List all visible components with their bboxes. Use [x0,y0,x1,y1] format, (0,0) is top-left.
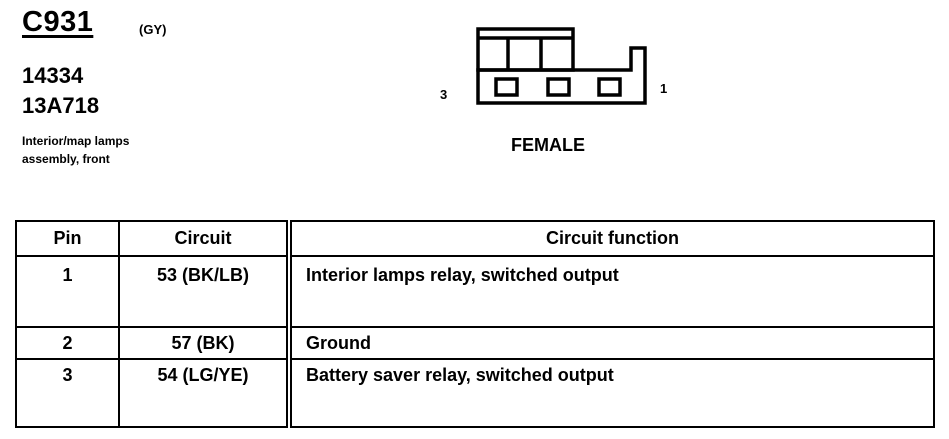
table-row: 1 53 (BK/LB) Interior lamps relay, switc… [15,255,935,329]
connector-housing [476,46,647,105]
cell-circuit-function: Ground [286,326,935,361]
connector-color-code: (GY) [139,22,167,37]
component-description-line-1: Interior/map lamps [22,134,130,148]
cell-pin: 3 [15,358,120,428]
table-row: 2 57 (BK) Ground [15,326,935,361]
part-number-1: 14334 [22,63,84,88]
cell-circuit: 53 (BK/LB) [118,255,290,329]
part-number-2: 13A718 [22,93,100,118]
component-description-line-2: assembly, front [22,152,110,166]
cell-circuit-function: Interior lamps relay, switched output [286,255,935,329]
connector-id: C931 [22,6,94,38]
cell-pin: 1 [15,255,120,329]
cell-circuit-function: Battery saver relay, switched output [286,358,935,428]
table-header-row: Pin Circuit Circuit function [15,219,935,258]
cell-circuit: 57 (BK) [118,326,290,361]
connector-pin-label-left: 3 [440,87,448,102]
pinout-table: Pin Circuit Circuit function 1 53 (BK/LB… [15,219,935,428]
connector-pin-label-right: 1 [660,81,668,96]
header-circuit: Circuit [118,219,290,258]
table-row: 3 54 (LG/YE) Battery saver relay, switch… [15,358,935,428]
cell-circuit: 54 (LG/YE) [118,358,290,428]
cell-pin: 2 [15,326,120,361]
connector-gender-label: FEMALE [511,135,585,155]
pin-cavity-1 [597,77,622,97]
header-pin: Pin [15,219,120,258]
pin-cavity-3 [494,77,519,97]
connector-face-diagram [476,27,647,105]
pin-cavity-2 [546,77,571,97]
connector-latch [476,27,575,72]
header-circuit-function: Circuit function [286,219,935,258]
